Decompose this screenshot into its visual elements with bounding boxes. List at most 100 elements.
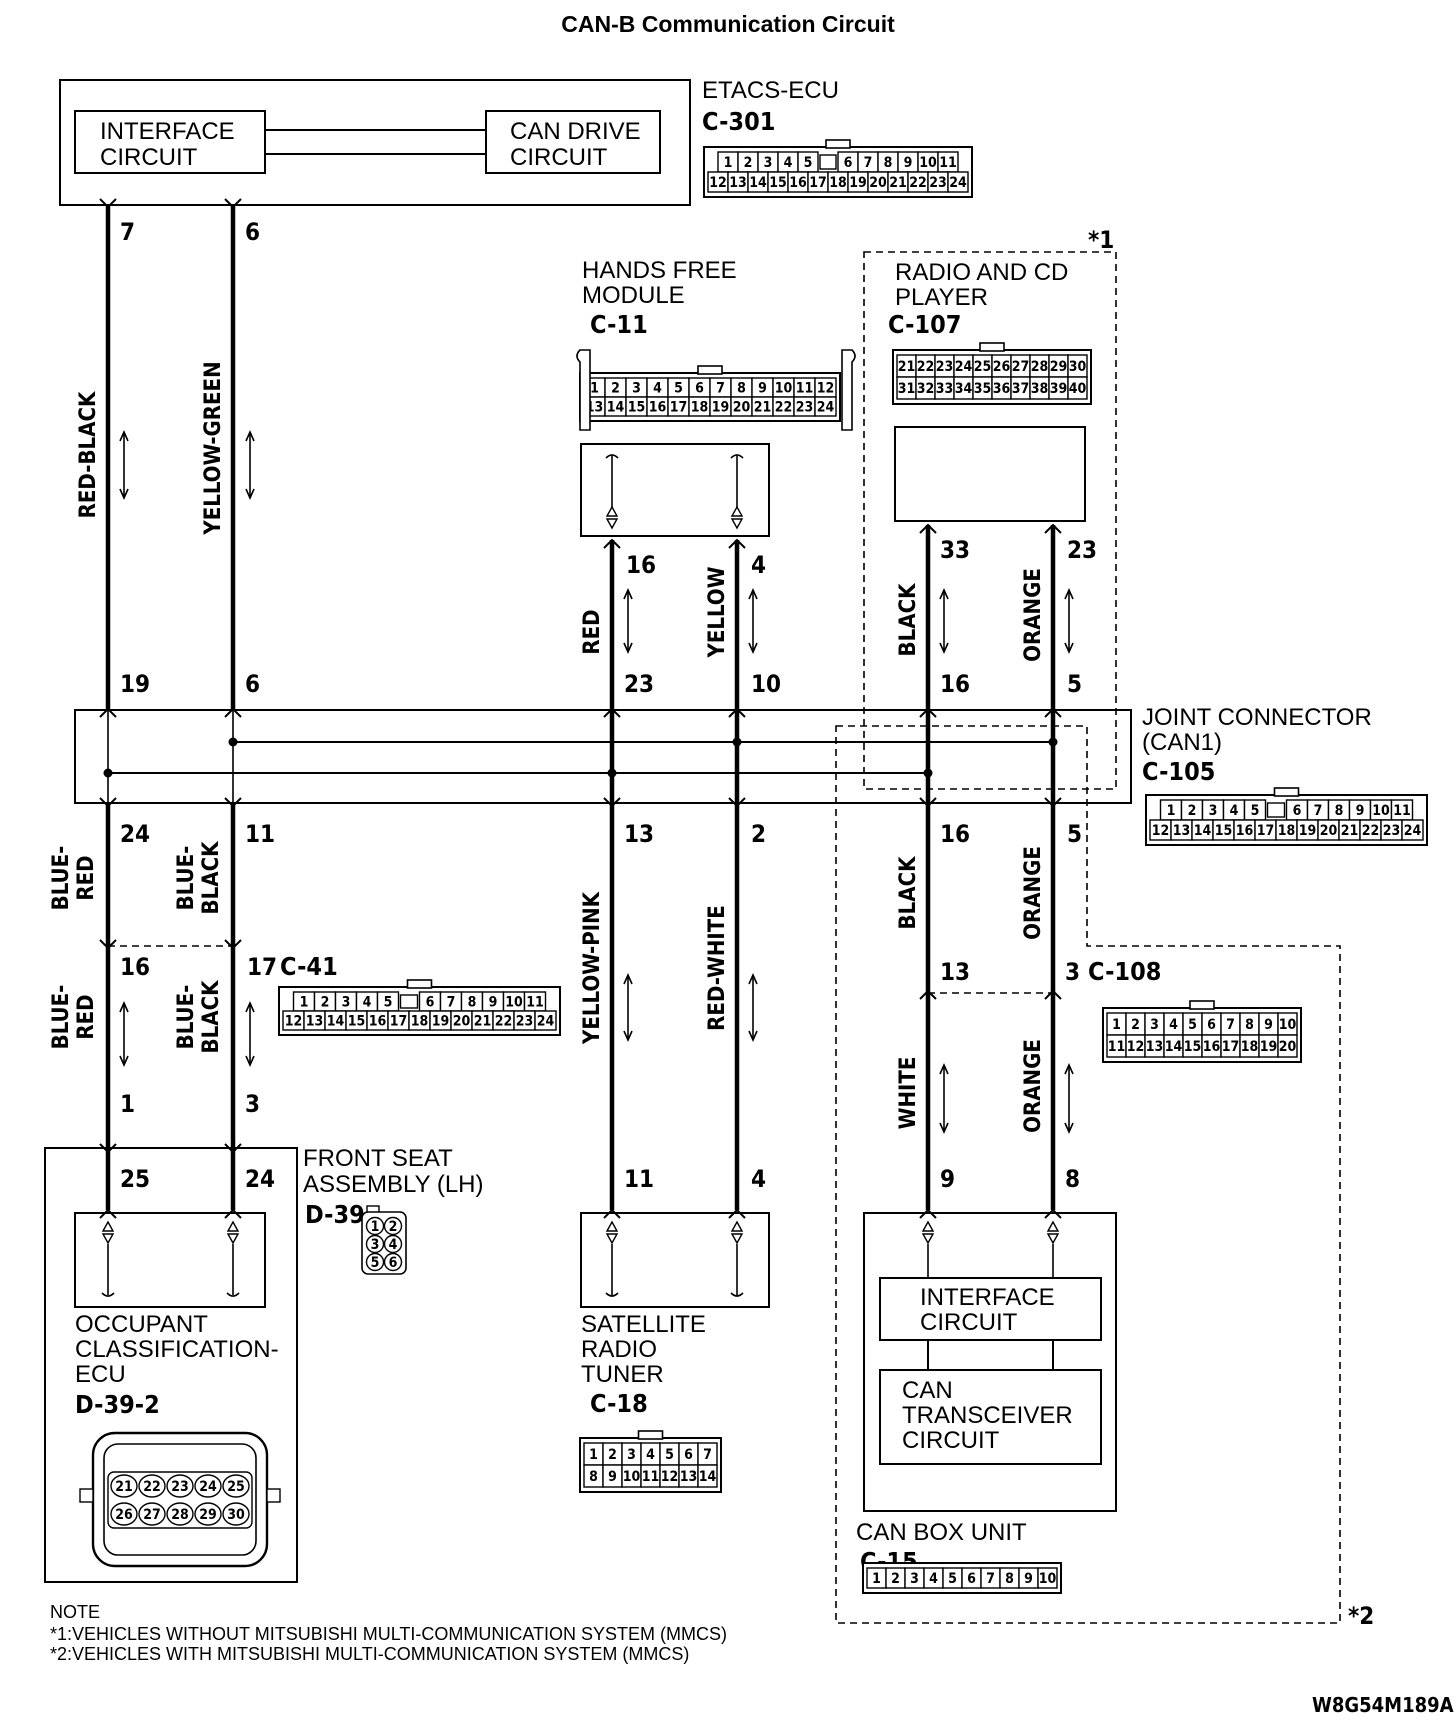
connector-pin-cell: 9: [489, 995, 498, 1011]
wire-label-black-2: BLACK: [896, 856, 921, 930]
connector-pin-cell: 11: [796, 381, 814, 397]
connector-pin-cell: 6: [844, 155, 853, 171]
connector-pin-cell: 6: [426, 995, 435, 1011]
connector-pin-cell: 1: [872, 1571, 881, 1587]
connector-pin-cell: 14: [327, 1014, 345, 1030]
etacs-can-drive-circuit: [485, 110, 661, 174]
connector-pin-cell: 27: [143, 1507, 161, 1523]
radio-body: [894, 426, 1086, 522]
connector-pin-cell: 16: [789, 175, 807, 191]
wire-label-blue-black-2a: BLUE-: [174, 985, 199, 1050]
connector-pin-cell: 31: [898, 381, 916, 397]
wire-label-orange-3: ORANGE: [1021, 1039, 1046, 1133]
diagram-title: CAN-B Communication Circuit: [561, 11, 895, 37]
wire-label-yellow-pink: YELLOW-PINK: [580, 891, 605, 1045]
connector-pin-cell: 6: [1293, 803, 1302, 819]
connector-pin-cell: 16: [369, 1014, 387, 1030]
connector-pin-cell: 4: [929, 1571, 938, 1587]
connector-pin-cell: 19: [1299, 823, 1317, 839]
connector-pin-cell: 8: [884, 155, 893, 171]
connector-pin-cell: 21: [754, 400, 772, 416]
connector-pin-cell: 3: [1209, 803, 1218, 819]
connector-pin-cell: 37: [1012, 381, 1030, 397]
etacs-ecu: INTERFACE CIRCUIT CAN DRIVE CIRCUIT ETAC…: [59, 77, 973, 206]
connector-pin-cell: 19: [849, 175, 867, 191]
connector-pin-cell: 12: [1152, 823, 1170, 839]
connector-pin-cell: 8: [1245, 1017, 1254, 1033]
connector-pin-cell: 6: [684, 1447, 693, 1463]
note-star2: *2:VEHICLES WITH MITSUBISHI MULTI-COMMUN…: [50, 1644, 689, 1664]
connector-pin-cell: 13: [680, 1469, 698, 1485]
connector-pin-cell: 2: [1188, 803, 1197, 819]
connector-pin-cell: 5: [665, 1447, 674, 1463]
pin-j-16b: 16: [940, 820, 970, 848]
connector-pin-cell: 1: [724, 155, 733, 171]
connector-pin-cell: 13: [729, 175, 747, 191]
joint-label-line1: JOINT CONNECTOR: [1142, 704, 1372, 731]
connector-pin-cell: 13: [306, 1014, 324, 1030]
connector-pin-cell: 26: [993, 359, 1011, 375]
mark-star1: *1: [1088, 226, 1114, 254]
connector-pin-cell: 19: [432, 1014, 450, 1030]
pin-j-16a: 16: [940, 670, 970, 698]
connector-pin-cell: 5: [384, 995, 393, 1011]
connector-pin-cell: 22: [917, 359, 935, 375]
pin-box-8: 8: [1065, 1165, 1080, 1193]
connector-pin-cell: 23: [1383, 823, 1401, 839]
connector-pin-cell: 21: [474, 1014, 492, 1030]
connector-pin-cell: 27: [1012, 359, 1030, 375]
wire-label-red-black: RED-BLACK: [76, 391, 101, 518]
connector-pin-cell: 21: [889, 175, 907, 191]
connector-pin-cell: 22: [775, 400, 793, 416]
c41-connector-id: C-41: [280, 952, 338, 981]
radio-label-line1: RADIO AND CD: [895, 259, 1068, 286]
connector-pin-cell: 39: [1050, 381, 1068, 397]
connector-pin-cell: 15: [1184, 1039, 1202, 1055]
connector-pin-cell: 3: [342, 995, 351, 1011]
pin-sat-4: 4: [751, 1165, 766, 1193]
connector-pin-cell: 22: [1362, 823, 1380, 839]
satellite-connector-id: C-18: [590, 1389, 648, 1418]
front-seat-label-line2: ASSEMBLY (LH): [303, 1171, 484, 1198]
connector-pin-cell: 18: [1241, 1039, 1259, 1055]
wire-label-yellow-green: YELLOW-GREEN: [201, 361, 226, 535]
pin-j-2: 2: [751, 820, 766, 848]
can-box-interface-line1: INTERFACE: [920, 1284, 1055, 1311]
connector-pin-cell: 6: [389, 1255, 398, 1271]
pin-etacs-7: 7: [120, 218, 135, 246]
wire-label-orange-2: ORANGE: [1021, 846, 1046, 940]
connector-pin-cell: 17: [1257, 823, 1275, 839]
connector-pin-cell: 1: [589, 1447, 598, 1463]
connector-pin-cell: 6: [695, 381, 704, 397]
connector-pin-cell: 15: [769, 175, 787, 191]
connector-pin-cell: 1: [590, 381, 599, 397]
connector-pin-cell: 11: [642, 1469, 660, 1485]
wire-label-blue-black-1a: BLUE-: [174, 846, 199, 911]
pin-hf-4: 4: [751, 551, 766, 579]
connector-pin-cell: 12: [709, 175, 727, 191]
pin-occ-24: 24: [245, 1165, 275, 1193]
connector-pin-cell: 17: [1222, 1039, 1240, 1055]
wire-label-orange: ORANGE: [1021, 568, 1046, 662]
pin-d39-3: 3: [245, 1090, 260, 1118]
connector-pin-cell: 20: [869, 175, 887, 191]
can-box-transceiver-circuit: [879, 1369, 1102, 1465]
can-box-transceiver-line1: CAN: [902, 1377, 953, 1404]
region-star1: [863, 251, 1117, 790]
connector-pin-cell: 11: [1393, 803, 1411, 819]
connector-pin-cell: 24: [537, 1014, 555, 1030]
connector-pin-cell: 25: [227, 1479, 245, 1495]
connector-pin-cell: 11: [1108, 1039, 1126, 1055]
can-box-interface-circuit: [879, 1277, 1102, 1341]
satellite-label-line3: TUNER: [581, 1361, 664, 1388]
junctions-and-arrows: [99, 198, 1074, 1297]
connector-pin-cell: 34: [955, 381, 973, 397]
connector-pin-cell: 8: [1005, 1571, 1014, 1587]
